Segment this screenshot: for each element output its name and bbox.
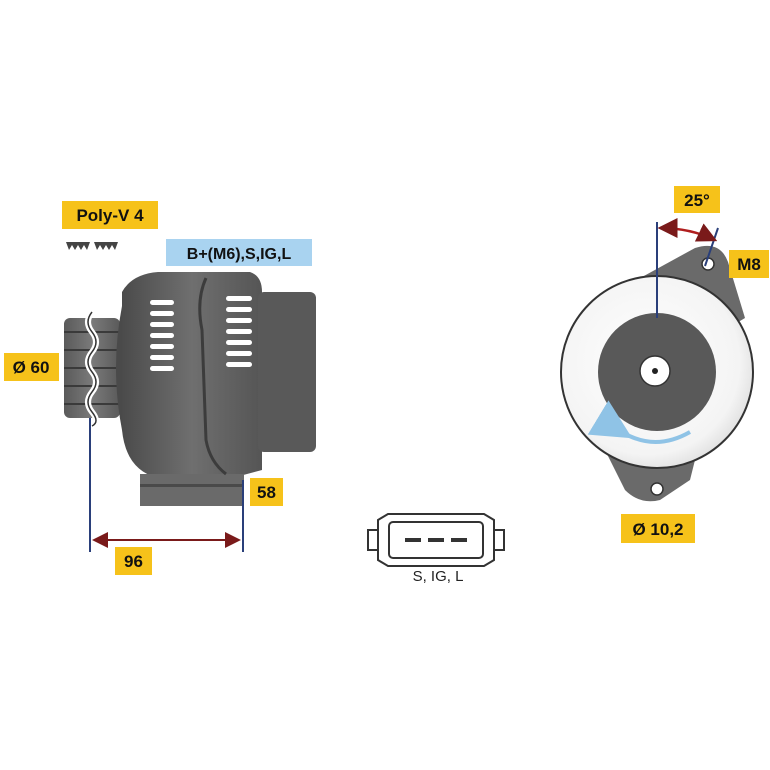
vent-slots-front [150,300,174,371]
connector-plug: S, IG, L [367,513,505,585]
vent-slots-rear [226,296,252,367]
svg-text:Ø 60: Ø 60 [13,358,50,377]
connector-pins [405,538,467,542]
svg-text:B+(M6),S,IG,L: B+(M6),S,IG,L [187,246,292,263]
pulley [64,310,120,429]
depth-label: 58 [250,478,283,506]
front-view: 25° M8 Ø 10,2 [560,186,769,543]
alternator-housing [116,272,316,506]
terminals-label: B+(M6),S,IG,L [166,239,312,266]
side-view: Poly-V 4 B+(M6),S,IG,L [4,201,316,575]
hole-diameter-label: Ø 10,2 [621,514,695,543]
svg-text:Poly-V 4: Poly-V 4 [76,206,144,225]
poly-v-belt-icon [66,242,118,250]
length-dimension [89,418,244,552]
svg-text:58: 58 [257,483,276,502]
length-label: 96 [115,547,152,575]
svg-text:96: 96 [124,552,143,571]
connector-pin-labels: S, IG, L [413,568,464,585]
svg-text:25°: 25° [684,191,710,210]
mount-thread-label: M8 [729,250,769,278]
mount-hole-bottom [650,482,664,496]
rotation-arrow [587,400,691,444]
pulley-diameter-label: Ø 60 [4,353,59,381]
svg-text:Ø 10,2: Ø 10,2 [632,520,683,539]
svg-text:M8: M8 [737,255,761,274]
angle-arc [657,218,718,242]
pulley-type-label: Poly-V 4 [62,201,158,229]
mount-angle-label: 25° [674,186,720,213]
